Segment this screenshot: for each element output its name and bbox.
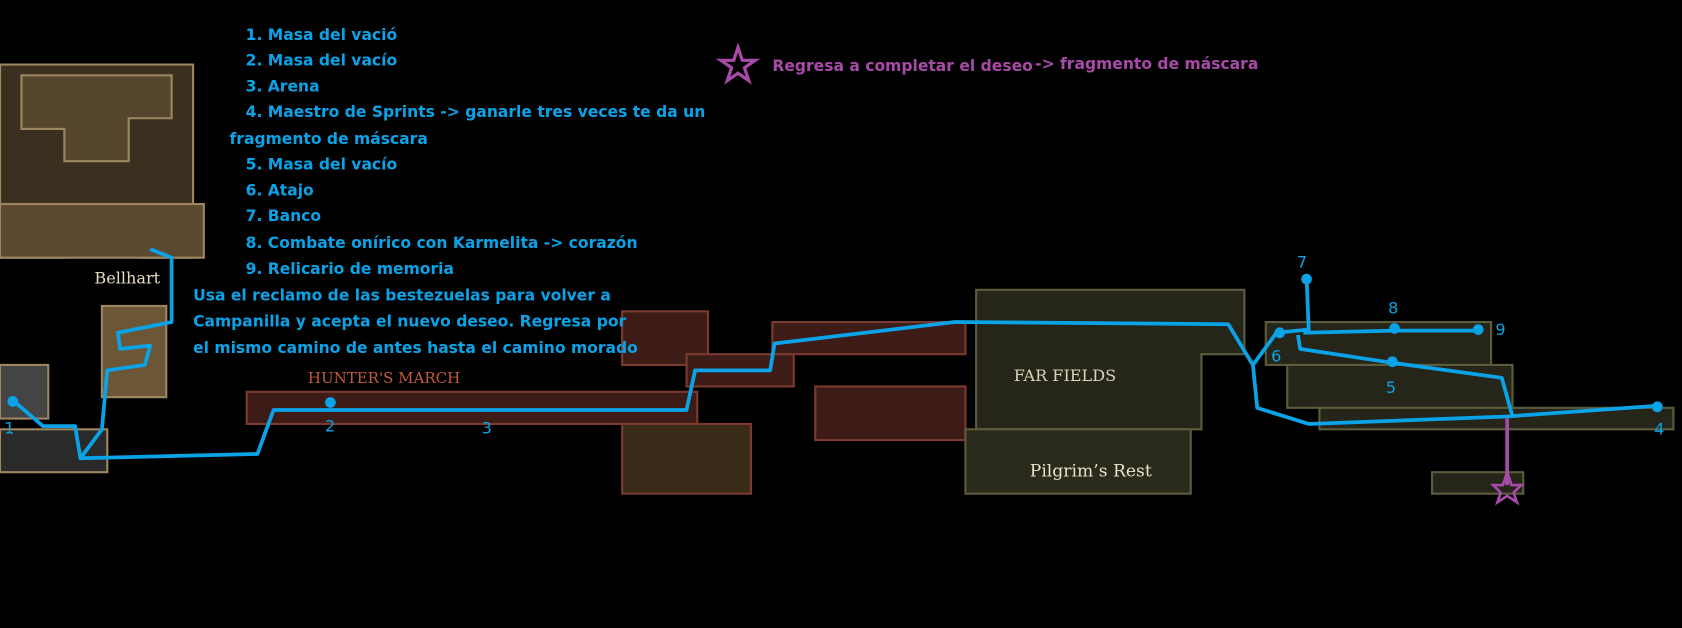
marker-dot-5 [1387,356,1398,368]
instruction-line: Campanilla y acepta el nuevo deseo. Regr… [193,312,626,330]
marker-dot-2 [325,397,336,408]
legend-item: 9. Relicario de memoria [246,260,454,278]
hunters-march-region [245,310,967,495]
marker-number: 7 [1297,252,1307,271]
marker-number: 4 [1654,420,1664,439]
route-markers [7,273,1663,413]
main-route [11,320,1658,461]
upper-route [1251,276,1311,367]
legend-list: 1. Masa del vació 2. Masa del vacío 3. A… [193,26,705,357]
instruction-line: Usa el reclamo de las bestezuelas para v… [193,287,611,305]
legend-item: 1. Masa del vació [246,26,398,44]
legend-item: 3. Arena [246,77,320,95]
star-icon [1489,467,1525,506]
marker-dot-1 [7,396,19,407]
star-icon [715,42,761,85]
map-label-bellhart: Bellhart [94,268,160,287]
map-label-far-fields: FAR FIELDS [1014,366,1116,385]
marker-number: 2 [325,416,335,435]
marker-numbers: 1 2 3 4 5 6 7 8 9 [4,252,1664,438]
bellhart-region [0,63,205,474]
wish-note: Regresa a completar el deseo -> fragment… [715,42,1258,85]
marker-dot-6 [1274,327,1286,339]
legend-item: 8. Combate onírico con Karmelita -> cora… [246,234,638,252]
legend-item: fragmento de máscara [230,130,428,148]
marker-number: 6 [1271,347,1281,366]
marker-dot-9 [1472,324,1484,335]
marker-dot-7 [1301,273,1312,285]
legend-item: 2. Masa del vacío [246,52,398,70]
route-path [11,247,1658,461]
marker-number: 3 [482,419,492,438]
wish-note-reward: -> fragmento de máscara [1035,55,1258,73]
bellhart-route [78,247,174,460]
marker-dot-8 [1389,323,1400,334]
marker-number: 9 [1495,320,1505,339]
map-label-pilgrims-rest: Pilgrim’s Rest [1030,462,1152,482]
legend-item: 6. Atajo [246,181,314,199]
legend-item: 7. Banco [246,207,322,225]
legend-item: 4. Maestro de Sprints -> ganarle tres ve… [246,103,706,121]
marker-number: 5 [1386,378,1396,397]
marker-number: 8 [1388,298,1398,317]
marker-number: 1 [4,419,14,438]
map-label-hunters-march: HUNTER'S MARCH [308,369,460,387]
legend-item: 5. Masa del vacío [246,156,398,174]
wish-note-text: Regresa a completar el deseo [772,57,1033,75]
marker-dot-4 [1651,401,1663,413]
instruction-line: el mismo camino de antes hasta el camino… [193,339,638,357]
